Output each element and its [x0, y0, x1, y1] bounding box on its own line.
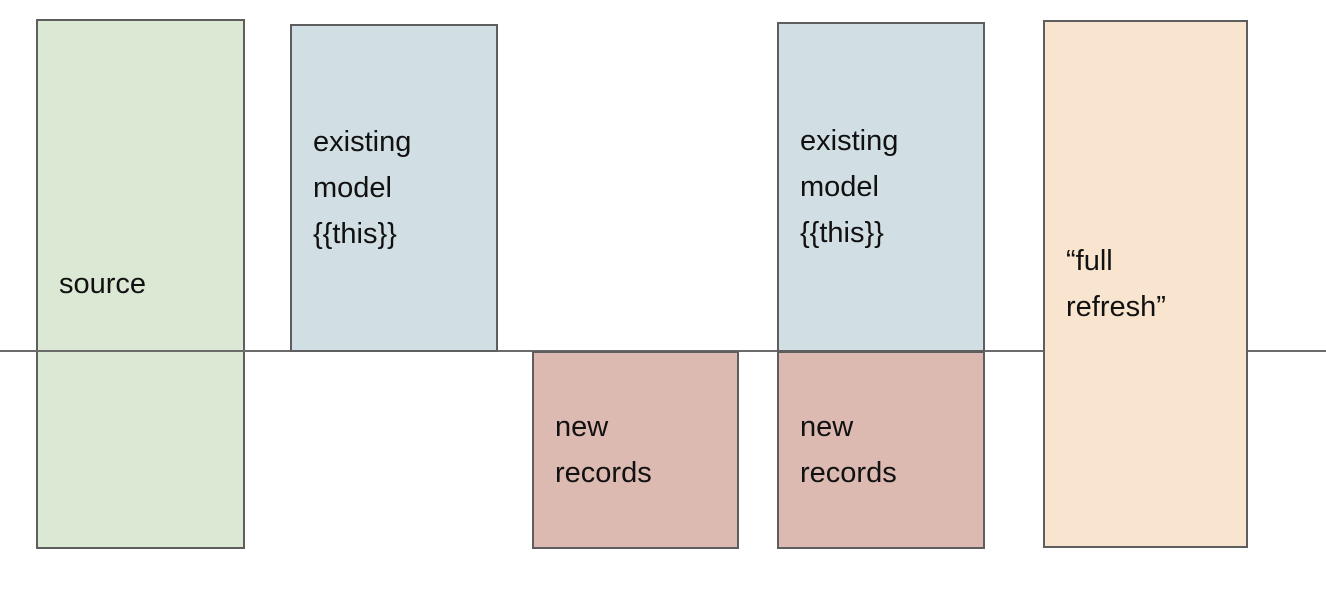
existing-model-label-1: existing model {{this}} [313, 126, 412, 250]
full-refresh-box: “full refresh” [1043, 20, 1248, 548]
source-box: source [36, 19, 245, 549]
new-records-box-1: new records [532, 351, 739, 549]
source-label: source [59, 268, 147, 300]
full-refresh-label: “full refresh” [1066, 245, 1166, 323]
existing-model-label-2: existing model {{this}} [800, 125, 899, 249]
new-records-box-2: new records [777, 351, 985, 549]
new-records-label-2: new records [800, 411, 897, 489]
existing-model-box-2: existing model {{this}} [777, 22, 985, 352]
existing-model-box-1: existing model {{this}} [290, 24, 498, 352]
new-records-label-1: new records [555, 411, 652, 489]
